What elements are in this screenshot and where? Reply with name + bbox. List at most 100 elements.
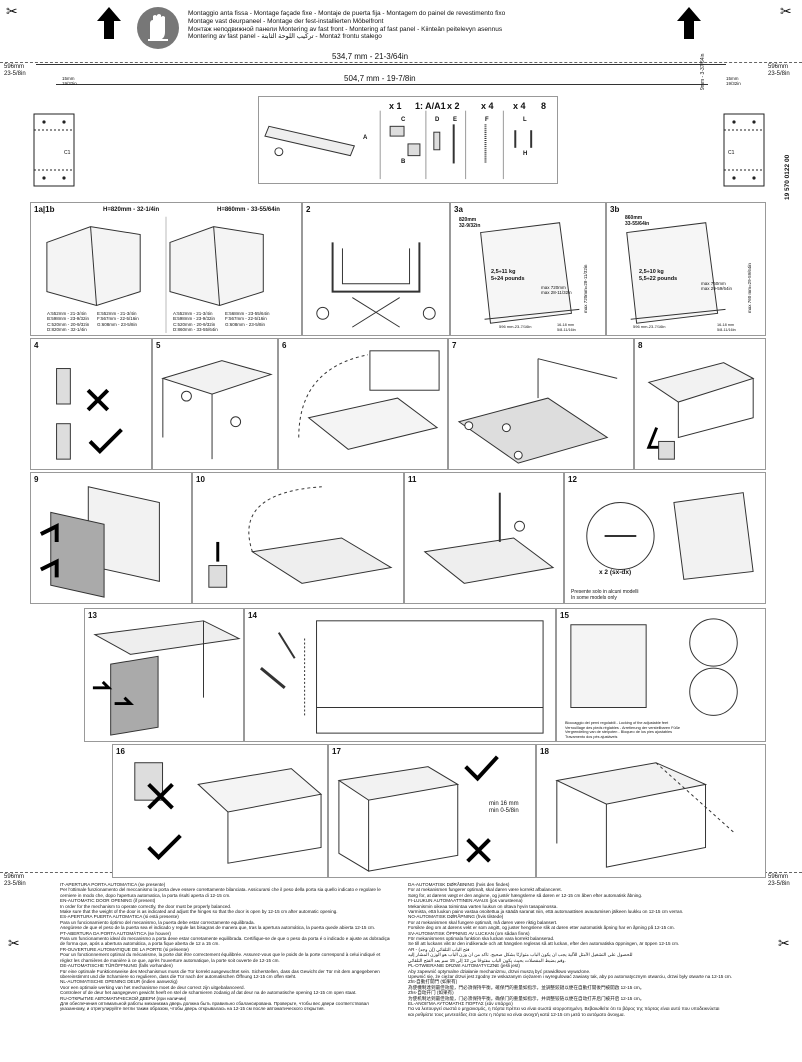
notes-right-line: 為使機制達到最佳效能，門必須保持平衡。確保門的重量如指示，並調整鉸鏈以便在自動打… (408, 984, 645, 990)
step-16-panel: 16 (112, 744, 328, 878)
step-14-panel: 14 (244, 608, 556, 742)
notes-left-line: cerniere in modo che, dopo l'apertura au… (60, 892, 231, 898)
notes-left-line: Para un funcionamiento óptimo del mecani… (60, 919, 255, 925)
notes-left-line: PT-ABERTURA DA PORTA AUTOMÁTICA (se houv… (60, 930, 171, 936)
side-dim-top-left: 596mm 23-5/8in (4, 64, 26, 78)
notes-right-line: For at mekanismen fungerer optimalt, ska… (408, 887, 562, 893)
scissors-icon-bottom-left: ✂ (8, 935, 20, 951)
step-15-number: 15 (560, 611, 569, 620)
header-title-line-1: Montaggio anta fissa - Montage façade fi… (188, 10, 506, 17)
right-top-dim: 9mm - 3-37/64in (700, 53, 706, 90)
step-3a-bottom-dim: 596 mm-23-7/16in (499, 324, 532, 329)
notes-right-line: Mekanismin oikeaa toimintaa varten luuku… (408, 903, 558, 909)
step-13-panel: 13 (84, 608, 244, 742)
step-8-illustration (646, 362, 755, 460)
step-9-illustration (39, 486, 160, 598)
notes-right-line: For at mekanismen skal fungere optimalt,… (408, 919, 558, 925)
notes-left-line: Voor een optimale werking van het mechan… (60, 984, 245, 990)
side-dim-top-right: 596mm 23-5/8in (768, 64, 790, 78)
step-2-number: 2 (306, 205, 311, 214)
gloves-icon (137, 7, 179, 49)
parts-kit-1-qty: x 1 (389, 101, 402, 111)
step-1-dim-d-1: E:568mm - 23-55/64in (225, 311, 270, 316)
part-letter-c: C (401, 117, 406, 123)
step-15-illustration (570, 618, 738, 716)
notes-left-line: RU-ОТКРЫТИЕ АВТОМАТИЧЕСКОЙ ДВЕРИ (при на… (60, 995, 187, 1001)
step-1-height-b: H=860mm - 33-55/64in (217, 207, 280, 213)
part-letter-h: H (523, 151, 528, 157)
notes-right-line: Sørg for, at dørens vægt er den angivne,… (408, 892, 643, 898)
notes-left-line: EN-AUTOMATIC DOOR OPENING (if present) (60, 898, 156, 904)
part-letter-b: B (401, 159, 406, 165)
notes-left-line: указанному, и отрегулируйте петли таким … (60, 1006, 325, 1012)
parts-kit-5-qty: x 4 (513, 101, 526, 111)
scissors-icon-top-right: ✂ (780, 3, 792, 19)
step-15-note-2: Verrouillage des pieds réglables - Arret… (565, 725, 681, 730)
step-11-number: 11 (408, 475, 417, 484)
step-3b-number: 3b (610, 205, 620, 214)
notes-left-line: FR-OUVERTURE AUTOMATIQUE DE LA PORTE (si… (60, 946, 189, 952)
notes-right-line: Forsikre deg om at dørens vekt er som an… (408, 925, 675, 931)
step-1-dim-c-4: D:860mm - 33-55/64in (173, 327, 218, 333)
step-15-note-4: Travamento dos pés ajustáveis (565, 734, 618, 739)
step-3b-side-dim: max 760 mm=29-59/64in (747, 263, 752, 313)
notes-right-line: AR - فتح الباب التلقائي (إن وجد) (408, 946, 470, 952)
step-3b-bottom-dim: 596 mm-23-7/16in (633, 324, 666, 329)
step-3b-max: max 760mm max 29-59/64in (701, 281, 733, 292)
step-16-illustration (134, 762, 323, 864)
part-letter-f: F (485, 117, 489, 123)
step-15-note-1: Bloccaggio dei perni regolabili - Lockin… (565, 721, 669, 725)
step-1-dim-a-1: A:552mm - 21-3/4in (47, 311, 87, 316)
parts-kit-5-label: 8 (541, 101, 547, 111)
notes-left-line: ES-APERTURA PUERTA AUTOMATICA (si está p… (60, 914, 179, 920)
notes-left-line: Für eine optimale Funktionsweise des Mec… (60, 968, 380, 974)
step-1-dim-d-3: G:608mm - 23-5/8in (225, 321, 266, 327)
step-3a-number: 3a (454, 205, 463, 214)
scissors-icon-bottom-right: ✂ (778, 935, 790, 951)
step-3a-height: 820mm 32-9/32in (459, 217, 481, 229)
step-9-number: 9 (34, 475, 39, 484)
notes-left-line: Для обеспечения оптимальной работы механ… (60, 1000, 369, 1006)
notes-right-line: وقم بضبط المفصلات بحيث يكون الباب مفتوحً… (408, 957, 566, 963)
step-3a-panel: 3a 820mm 32-9/32in 2,5÷11 kg 5÷24 pounds… (450, 202, 606, 336)
parts-kit-2-label: 1: A/A1 (415, 101, 446, 111)
step-6-panel: 6 (278, 338, 448, 470)
notes-right-line: Aby zapewnić optymalne działanie mechani… (408, 968, 591, 974)
step-1-dim-c-2: B:598mm - 23-9/32in (173, 316, 216, 322)
notes-right-line: και ρυθμίστε τους μεντεσέδες έτσι ώστε η… (408, 1011, 625, 1017)
width-dim-2: 504,7 mm - 19-7/8in (344, 74, 416, 83)
step-4-number: 4 (34, 341, 39, 350)
step-1-dim-b-2: F:567mm - 22-5/16in (97, 316, 139, 322)
notes-left-line: réglez les charnières de manière à ce qu… (60, 957, 280, 963)
step-8-number: 8 (638, 341, 643, 350)
step-3b-small-dim: 16-18 mm 5/8-11/16in (717, 323, 736, 332)
part-letter-a: A (363, 135, 368, 141)
step-18-number: 18 (540, 747, 549, 756)
step-13-illustration (92, 620, 241, 736)
step-1-illustration (46, 216, 264, 334)
svg-text:C1: C1 (64, 150, 71, 156)
step-15-note-3: Vergrendeling van de stelpoten - Bloqueo… (565, 730, 673, 735)
cut-line-top (0, 62, 802, 63)
notes-right-line: Upewnić się, że ciężar drzwi jest zgodny… (408, 973, 732, 979)
step-1-panel: 1a|1b H=820mm - 32-1/4in H=860mm - 33-55… (30, 202, 302, 336)
step-18-illustration (555, 762, 736, 868)
notes-right-line: Se till att luckans vikt är den indikera… (408, 941, 680, 947)
gap-dim-left: 15mm 19/32in (62, 76, 77, 87)
step-3a-load: 2,5÷11 kg 5÷24 pounds (491, 269, 525, 282)
part-letter-e: E (453, 117, 458, 123)
instructions-left-column: IT-APERTURA PORTA AUTOMATICA (se present… (60, 882, 390, 1057)
arrow-up-icon-left (97, 7, 121, 39)
step-5-panel: 5 (152, 338, 278, 470)
header-title-line-4: Montering av fast panel - تركيب اللوحة ا… (188, 33, 382, 41)
notes-left-line: Para um funcionamento ideal do mecanismo… (60, 936, 390, 942)
step-13-number: 13 (88, 611, 97, 620)
step-3b-height: 860mm 33-55/64in (625, 215, 650, 227)
step-1-dim-a-2: B:598mm - 23-9/32in (47, 316, 90, 322)
step-12-illustration (586, 492, 754, 580)
notes-left-line: Asegúrese de que el peso de la puerta se… (60, 925, 376, 931)
step-17-panel: 17 min 16 mm min 0-5/8in (328, 744, 536, 878)
notes-left-line: NL-AUTOMATISCHE OPENING DEUR (indien aan… (60, 979, 178, 985)
side-dim-bottom-right: 596mm 23-5/8in (768, 874, 790, 888)
notes-right-line: SV-AUTOMATISK ÖPPNING AV LUCKAN (om såda… (408, 930, 530, 936)
